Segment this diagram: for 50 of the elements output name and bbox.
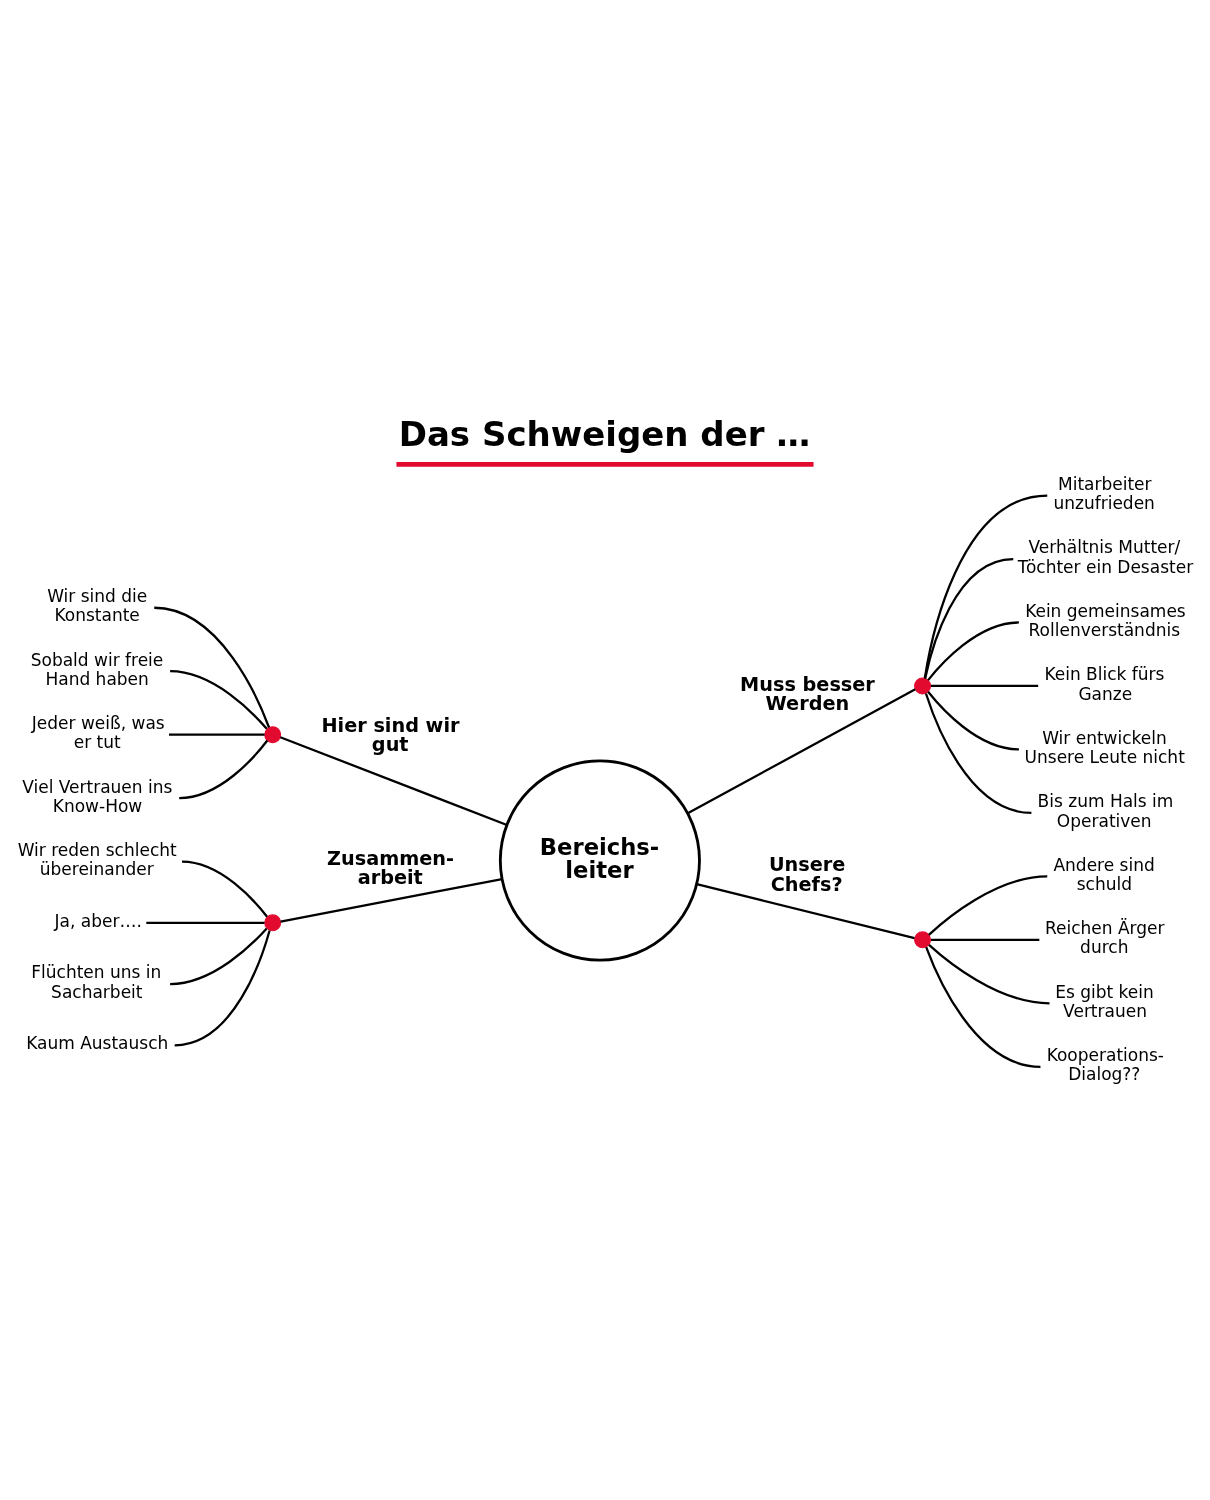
node-circle: [264, 726, 282, 744]
node-text: Jeder weiß, was er tut: [31, 713, 165, 753]
diagram-title: Das Schweigen der …: [398, 414, 811, 455]
connector: [179, 739, 269, 800]
node-text: Kooperations- Dialog??: [1046, 1045, 1165, 1085]
edge-label: Muss besser Werden: [740, 673, 875, 716]
node-circle: [914, 931, 932, 949]
connector: [927, 691, 1019, 751]
node-text: Es gibt kein Vertrauen: [1055, 981, 1154, 1021]
node-circle: [264, 914, 282, 932]
connector: [931, 938, 1040, 941]
node-text: Kein Blick fürs Ganze: [1044, 664, 1165, 704]
connector: [930, 684, 1039, 688]
node-circle: [914, 677, 932, 695]
connector: [687, 688, 916, 815]
node-text: Ja, aber….: [54, 910, 142, 931]
node-text: Bis zum Hals im Operativen: [1037, 791, 1174, 831]
connector: [923, 494, 1048, 679]
connector: [924, 557, 1014, 679]
node-text: Reichen Ärger durch: [1044, 918, 1165, 958]
node-text: Kein gemeinsames Rollenverständnis: [1025, 600, 1186, 641]
connector: [154, 606, 271, 728]
edge-label: Unsere Chefs?: [768, 853, 846, 896]
connector: [174, 930, 271, 1047]
connector: [927, 621, 1019, 681]
connector: [924, 693, 1032, 815]
node-text: Viel Vertrauen ins Know-How: [22, 776, 173, 816]
node-text: Verhältnis Mutter/ Töchter ein Desaster: [1017, 537, 1194, 577]
connector: [280, 877, 503, 923]
connector: [170, 927, 268, 986]
node-text: Kaum Austausch: [26, 1033, 169, 1054]
node-text: Andere sind schuld: [1053, 854, 1155, 894]
connector: [181, 860, 268, 918]
node-text: Wir sind die Konstante: [47, 586, 148, 626]
connector: [696, 883, 915, 940]
connector: [169, 733, 265, 736]
node-text: Flüchten uns in Sacharbeit: [31, 962, 162, 1002]
connector: [170, 670, 268, 730]
connector: [928, 875, 1048, 936]
connector: [146, 921, 265, 924]
node-text: Wir reden schlecht übereinander: [17, 839, 177, 880]
connector: [928, 944, 1050, 1005]
connector: [925, 946, 1041, 1068]
node-text: Mitarbeiter unzufrieden: [1053, 473, 1155, 514]
node-text: Sobald wir freie Hand haben: [30, 649, 164, 689]
node-text: Wir entwickeln Unsere Leute nicht: [1024, 727, 1185, 768]
connector: [279, 736, 508, 826]
edge-label: Zusammen- arbeit: [327, 846, 455, 889]
node-circle: Bereichs- leiter: [498, 759, 701, 962]
edge-label: Hier sind wir gut: [321, 713, 460, 757]
